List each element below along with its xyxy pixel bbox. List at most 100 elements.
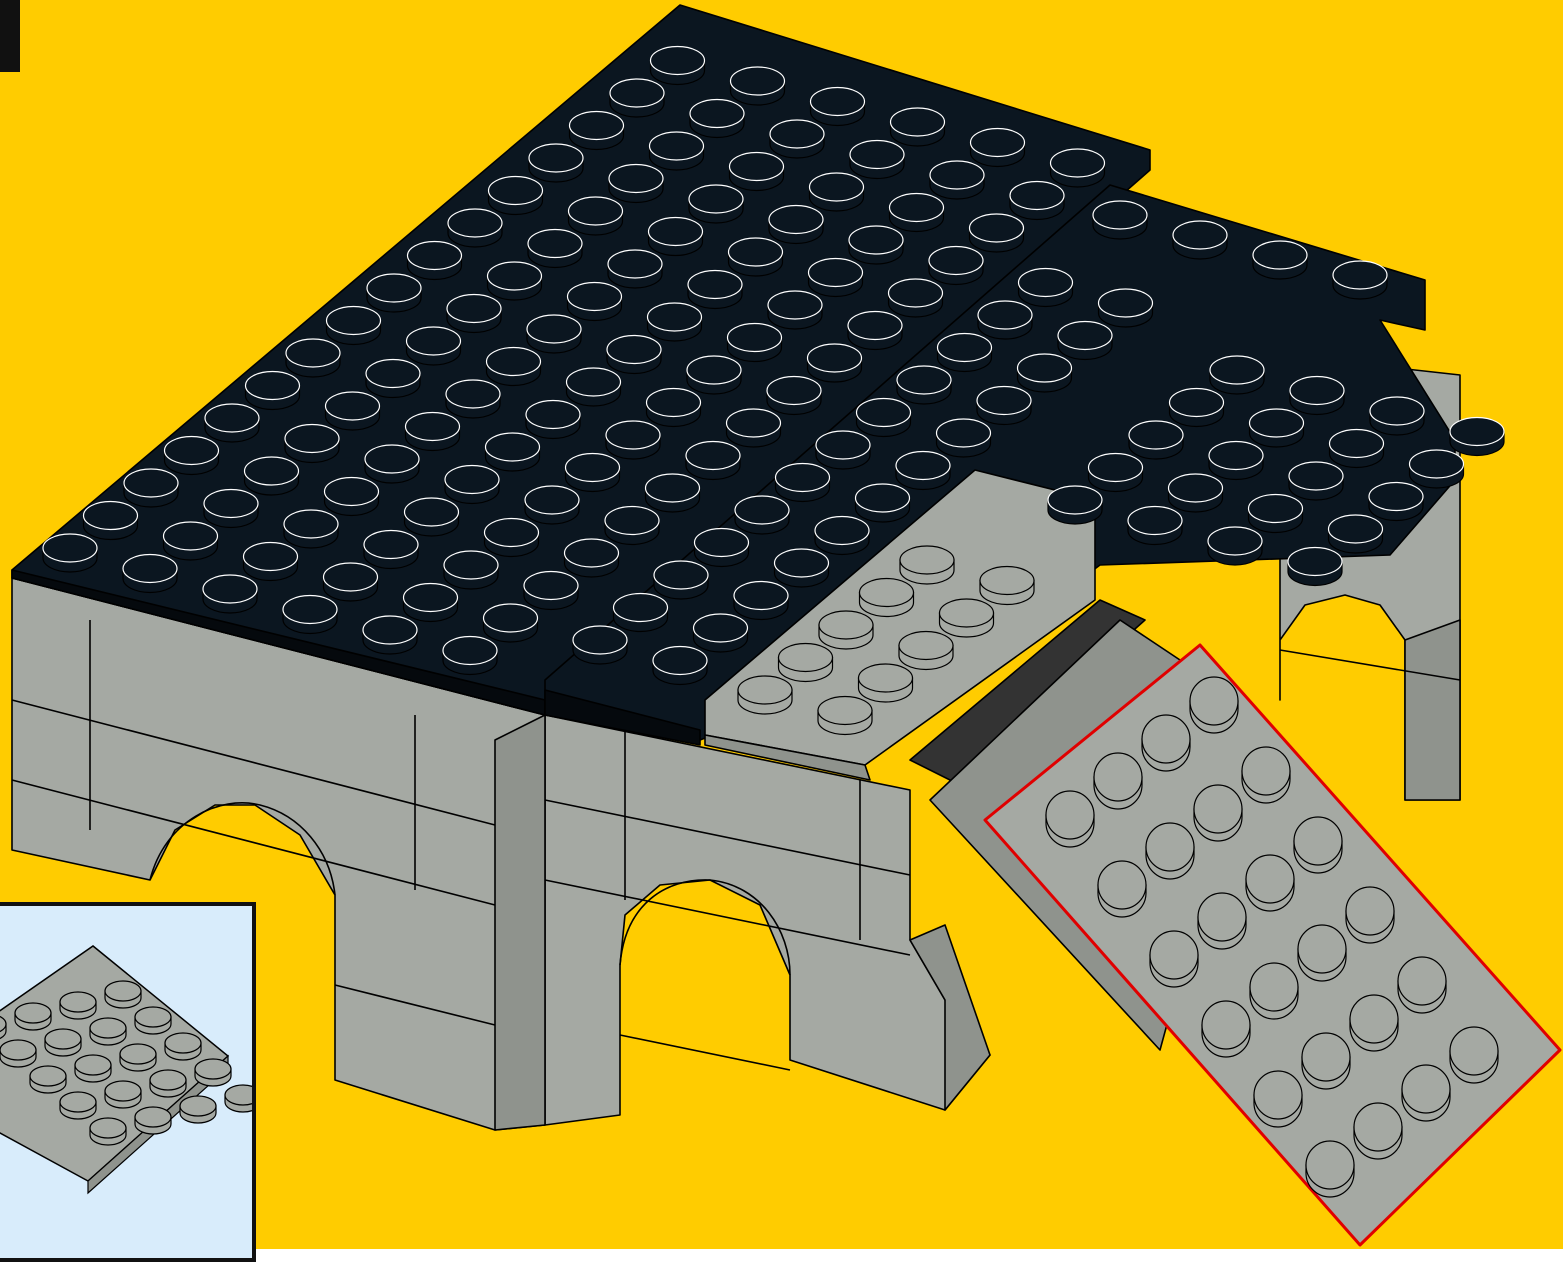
stud <box>815 517 869 555</box>
stud <box>651 47 705 85</box>
stud <box>808 344 862 382</box>
rear-wall-side <box>1405 620 1460 800</box>
stud <box>686 442 740 480</box>
stud <box>857 399 911 437</box>
stud <box>366 360 420 398</box>
stud <box>889 279 943 317</box>
stud <box>605 507 659 545</box>
stud <box>1249 495 1303 533</box>
stud <box>695 529 749 567</box>
stud <box>1128 507 1182 545</box>
stud <box>819 611 873 649</box>
stud <box>526 401 580 439</box>
stud <box>606 421 660 459</box>
stud <box>897 366 951 404</box>
stud <box>848 312 902 350</box>
stud <box>1294 817 1342 873</box>
stud <box>767 377 821 415</box>
parts-callout-box <box>0 902 256 1262</box>
stud <box>940 599 994 637</box>
stud <box>929 247 983 285</box>
stud <box>1194 785 1242 841</box>
stud <box>730 153 784 191</box>
stud <box>404 584 458 622</box>
stud <box>135 1007 171 1034</box>
stud <box>1288 548 1342 586</box>
stud <box>1094 753 1142 809</box>
parts-callout-drawing <box>0 906 256 1262</box>
stud <box>614 594 668 632</box>
stud <box>690 100 744 138</box>
stud <box>448 209 502 247</box>
stud <box>487 348 541 386</box>
stud <box>850 141 904 179</box>
stud <box>1289 462 1343 500</box>
stud <box>284 510 338 548</box>
stud <box>608 250 662 288</box>
stud <box>365 445 419 483</box>
stud <box>890 194 944 232</box>
stud <box>1350 995 1398 1051</box>
stud <box>120 1044 156 1071</box>
stud <box>164 522 218 560</box>
stud <box>204 490 258 528</box>
pillar-side-1 <box>495 715 545 1130</box>
stud <box>1173 221 1227 259</box>
stud <box>565 539 619 577</box>
stud <box>1242 747 1290 803</box>
stud <box>1089 454 1143 492</box>
stud <box>286 339 340 377</box>
stud <box>859 664 913 702</box>
stud <box>1250 963 1298 1019</box>
stud <box>488 262 542 300</box>
stud <box>1058 322 1112 360</box>
stud <box>570 112 624 150</box>
stud <box>405 498 459 536</box>
stud <box>738 676 792 714</box>
stud <box>1190 677 1238 733</box>
stud <box>205 404 259 442</box>
stud <box>977 387 1031 425</box>
stud <box>849 226 903 264</box>
stud <box>687 356 741 394</box>
stud <box>484 604 538 642</box>
stud <box>1298 925 1346 981</box>
stud <box>363 616 417 654</box>
stud <box>408 242 462 280</box>
stud <box>900 546 954 584</box>
stud <box>445 466 499 504</box>
stud <box>84 502 138 540</box>
stud <box>860 579 914 617</box>
stud <box>896 452 950 490</box>
stud <box>729 238 783 276</box>
stud <box>165 437 219 475</box>
stud <box>105 981 141 1008</box>
stud <box>45 1029 81 1056</box>
stud <box>1398 957 1446 1013</box>
stud <box>529 144 583 182</box>
stud <box>489 177 543 215</box>
stud <box>1150 931 1198 987</box>
stud <box>1051 149 1105 187</box>
stud <box>980 567 1034 605</box>
stud <box>649 218 703 256</box>
stud <box>1450 1027 1498 1083</box>
stud <box>225 1085 256 1112</box>
stud <box>1018 354 1072 392</box>
stud <box>165 1033 201 1060</box>
stud <box>1253 241 1307 279</box>
stud <box>326 392 380 430</box>
stud <box>728 324 782 362</box>
stud <box>124 469 178 507</box>
stud <box>647 389 701 427</box>
stud <box>569 197 623 235</box>
stud <box>1198 893 1246 949</box>
stud <box>938 334 992 372</box>
stud <box>1302 1033 1350 1089</box>
stud <box>150 1070 186 1097</box>
stud <box>816 431 870 469</box>
stud <box>779 644 833 682</box>
stud <box>1046 791 1094 847</box>
stud <box>1346 887 1394 943</box>
stud <box>60 1092 96 1119</box>
